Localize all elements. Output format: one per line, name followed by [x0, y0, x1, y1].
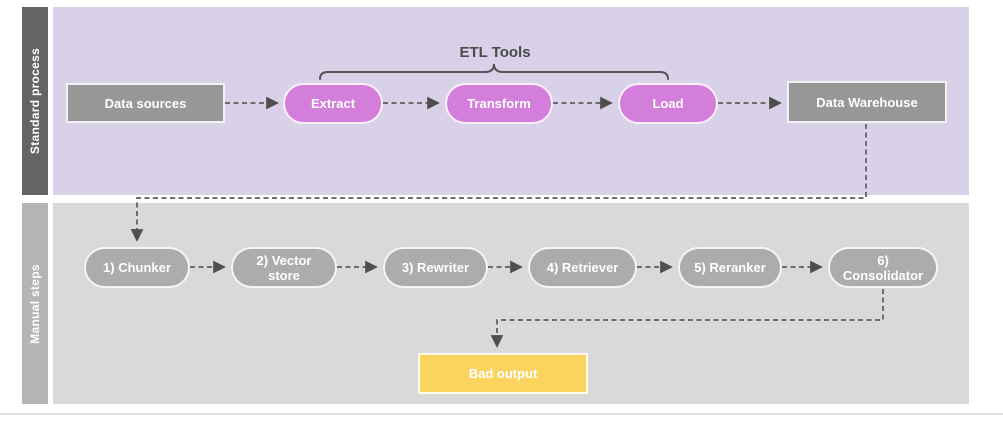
lane-label-standard-process-text: Standard process — [28, 47, 43, 155]
lane-label-standard-process: Standard process — [22, 7, 48, 195]
page-divider-line — [0, 413, 1003, 415]
node-load: Load — [618, 83, 718, 124]
node-retriever: 4) Retriever — [528, 247, 637, 288]
node-data-warehouse: Data Warehouse — [787, 81, 947, 123]
etl-tools-label: ETL Tools — [459, 44, 531, 61]
node-reranker: 5) Reranker — [678, 247, 782, 288]
lane-label-manual-steps: Manual steps — [22, 203, 48, 404]
node-transform: Transform — [445, 83, 553, 124]
lane-label-manual-steps-text: Manual steps — [28, 263, 42, 344]
node-consolidator: 6) Consolidator — [828, 247, 938, 288]
node-rewriter: 3) Rewriter — [383, 247, 488, 288]
node-extract-label: Extract — [310, 96, 356, 111]
node-chunker: 1) Chunker — [84, 247, 190, 288]
node-vector-store-label: 2) Vector store — [256, 252, 312, 283]
node-vector-store: 2) Vector store — [231, 247, 337, 288]
node-data-warehouse-label: Data Warehouse — [816, 94, 918, 110]
node-reranker-label: 5) Reranker — [694, 260, 766, 275]
node-rewriter-label: 3) Rewriter — [401, 260, 470, 275]
node-transform-label: Transform — [467, 96, 531, 111]
node-consolidator-label: 6) Consolidator — [842, 252, 924, 283]
node-load-label: Load — [652, 96, 684, 111]
node-chunker-label: 1) Chunker — [103, 260, 171, 275]
node-bad-output: Bad output — [418, 353, 588, 394]
node-retriever-label: 4) Retriever — [546, 260, 619, 275]
node-bad-output-label: Bad output — [468, 366, 538, 381]
node-data-sources-label: Data sources — [104, 95, 187, 111]
node-extract: Extract — [283, 83, 383, 124]
node-data-sources: Data sources — [66, 83, 225, 123]
